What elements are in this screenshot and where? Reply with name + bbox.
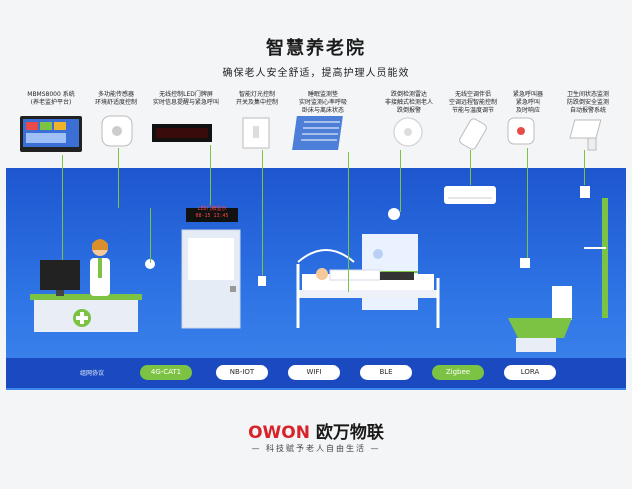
- page-title: 智慧养老院: [266, 38, 366, 59]
- device-bathroom-monitor: 卫生间状态监测 防跌倒安全监测 自动报警系统: [556, 91, 620, 115]
- patient-figure: [316, 268, 414, 281]
- device-light-switch: 智能灯光控制 开关及集中控制: [224, 91, 290, 107]
- protocol-nb-iot: NB-IOT: [216, 365, 268, 380]
- device-icons-row: [20, 115, 602, 152]
- logo-brand-cn: 欧万物联: [315, 423, 384, 443]
- room-door: [181, 229, 241, 329]
- connector-line: [348, 152, 349, 292]
- nurse-figure: [90, 239, 110, 296]
- protocol-zigbee: Zigbee: [432, 365, 484, 380]
- connector-line: [584, 150, 585, 185]
- protocol-bar-title: 组网协议: [80, 370, 105, 377]
- sensor-icon: [101, 115, 133, 147]
- protocol-ble: BLE: [360, 365, 412, 380]
- door-sign-text: LED门牌显示 08-15 13:45: [182, 206, 242, 220]
- logo-owon: OWON: [248, 423, 310, 443]
- connector-line: [527, 148, 528, 258]
- protocol-bar: 组网协议 4G-CAT1 NB-IOT WIFI BLE Zigbee LORA: [6, 358, 626, 388]
- led-sign-icon: [152, 124, 212, 142]
- connector-line: [210, 145, 211, 205]
- device-label: 卫生间状态监测 防跌倒安全监测 自动报警系统: [566, 91, 609, 114]
- device-sleep-pad: 睡眠监测垫 实时监测心率呼吸 卧床与离床状态: [290, 91, 356, 115]
- radar-icon: [393, 117, 423, 147]
- ceiling-radar: [388, 208, 400, 220]
- device-label: 无线控制LED门牌屏 实时信息提醒与紧急呼叫: [152, 91, 219, 106]
- scene-illustration: [30, 186, 608, 352]
- device-label: 智能灯光控制 开关及集中控制: [235, 91, 278, 106]
- emergency-button-icon: [507, 117, 535, 145]
- sign-line-1: LED门牌显示: [197, 206, 227, 212]
- wall-emergency-button: [520, 258, 530, 268]
- page-subtitle: 确保老人安全舒适，提高护理人员能效: [222, 68, 410, 79]
- device-led-door-sign: 无线控制LED门牌屏 实时信息提醒与紧急呼叫: [146, 91, 226, 107]
- switch-icon: [242, 117, 270, 149]
- nursing-home-scene: LED门牌显示 08-15 13:45: [6, 168, 626, 390]
- connector-line: [400, 150, 401, 212]
- protocol-4g-cat1: 4G-CAT1: [140, 365, 192, 380]
- wall-sensor: [145, 259, 155, 269]
- sleep-pad-icon: [292, 116, 343, 150]
- air-conditioner: [444, 186, 496, 204]
- device-label: 紧急呼叫器 紧急呼叫 及时响应: [512, 91, 543, 114]
- connector-line: [118, 148, 119, 208]
- monitor-icon: [20, 116, 82, 152]
- device-multi-sensor: 多功能传感器 环境舒适度控制: [86, 91, 146, 107]
- connector-line: [150, 208, 151, 263]
- connector-line: [62, 155, 63, 260]
- device-label: 无线空调伴侣 空调远程智能控制 节能与温度调节: [448, 91, 497, 114]
- sign-line-2: 08-15 13:45: [195, 213, 229, 219]
- protocol-wifi: WIFI: [288, 365, 340, 380]
- wall-switch: [258, 276, 266, 286]
- device-label: 跌倒检测雷达 非接触式检测老人 跌倒报警: [384, 91, 433, 114]
- grab-rail: [584, 198, 608, 318]
- protocol-lora: LORA: [504, 365, 556, 380]
- connector-line: [262, 150, 263, 275]
- brand-logo: OWON 欧万物联: [0, 418, 632, 443]
- door-sign-screen: [186, 208, 238, 222]
- connector-line: [470, 150, 471, 185]
- device-mbms-platform: MBMS8000 系统 (养老监护平台): [14, 91, 88, 107]
- nurse-desk: [30, 294, 142, 332]
- brand-slogan: — 科技赋予老人自由生活 —: [251, 444, 381, 453]
- device-ac-controller: 无线空调伴侣 空调远程智能控制 节能与温度调节: [440, 91, 506, 115]
- ac-companion-icon: [459, 118, 487, 150]
- toilet: [508, 286, 572, 352]
- device-fall-radar: 跌倒检测雷达 非接触式检测老人 跌倒报警: [376, 91, 442, 115]
- device-emergency-button: 紧急呼叫器 紧急呼叫 及时响应: [500, 91, 556, 115]
- device-label: 多功能传感器 环境舒适度控制: [94, 91, 137, 106]
- device-label: MBMS8000 系统 (养老监护平台): [27, 91, 75, 106]
- device-label: 睡眠监测垫 实时监测心率呼吸 卧床与离床状态: [298, 91, 347, 114]
- bathroom-sensor-icon: [569, 119, 602, 151]
- bathroom-sensor: [580, 186, 590, 198]
- desk-monitor: [40, 260, 80, 296]
